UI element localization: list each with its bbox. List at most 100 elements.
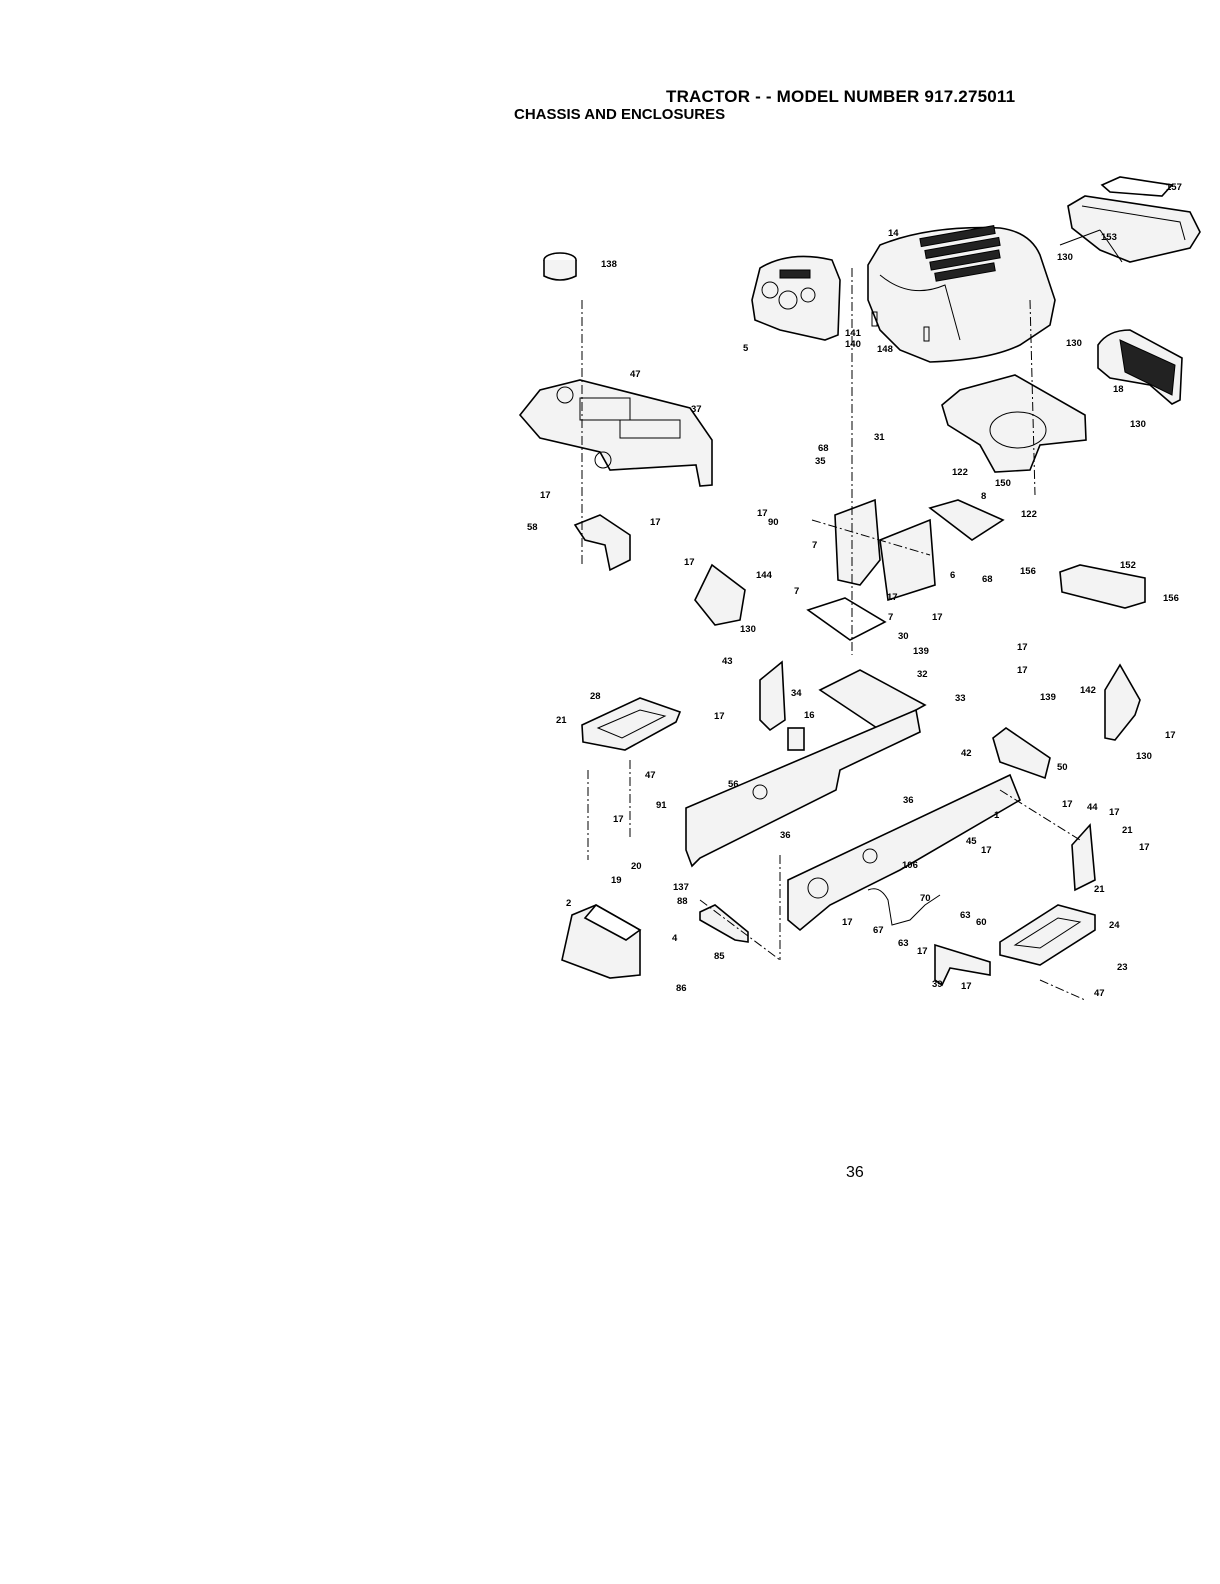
callout-label: 86	[676, 983, 687, 994]
callout-label: 17	[887, 592, 898, 603]
page-subtitle: CHASSIS AND ENCLOSURES	[514, 106, 726, 123]
callout-label: 34	[791, 688, 802, 699]
footrest-left-part	[581, 697, 682, 751]
callout-label: 8	[981, 491, 986, 502]
callout-label: 16	[804, 710, 815, 721]
callout-label: 88	[677, 896, 688, 907]
callout-label: 148	[877, 344, 893, 355]
callout-label: 68	[982, 574, 993, 585]
callout-label: 68	[818, 443, 829, 454]
callout-label: 156	[1163, 593, 1179, 604]
assembly-lines	[581, 268, 1086, 1001]
callout-label: 153	[1101, 232, 1117, 243]
callout-label: 58	[527, 522, 538, 533]
page-title: TRACTOR - - MODEL NUMBER 917.275011	[666, 87, 1016, 106]
callout-label: 17	[1062, 799, 1073, 810]
callout-label: 36	[903, 795, 914, 806]
frame-rail-right-part	[787, 773, 1021, 932]
callout-label: 137	[673, 882, 689, 893]
callout-label: 138	[601, 259, 617, 270]
bracket-39-part	[934, 943, 991, 987]
callout-label: 17	[1109, 807, 1120, 818]
callout-label: 156	[1020, 566, 1036, 577]
callout-label: 2	[566, 898, 571, 909]
dash-fender-part	[518, 379, 713, 487]
callout-label: 24	[1109, 920, 1120, 931]
callout-label: 17	[613, 814, 624, 825]
callout-label: 18	[1113, 384, 1124, 395]
callout-label: 17	[932, 612, 943, 623]
callout-label: 7	[812, 540, 817, 551]
callout-label: 63	[898, 938, 909, 949]
callout-label: 130	[1057, 252, 1073, 263]
callout-label: 20	[631, 861, 642, 872]
callout-label: 130	[1130, 419, 1146, 430]
callout-label: 63	[960, 910, 971, 921]
callout-label: 91	[656, 800, 667, 811]
dash-support-part	[941, 374, 1087, 473]
footrest-right-part	[999, 904, 1096, 966]
callout-label: 152	[1120, 560, 1136, 571]
callout-label: 19	[611, 875, 622, 886]
callout-label: 67	[873, 925, 884, 936]
front-grille-part	[1097, 329, 1183, 405]
callout-label: 7	[794, 586, 799, 597]
callout-label: 17	[540, 490, 551, 501]
wiring-harness-part	[867, 888, 941, 926]
brace-16-part	[787, 727, 805, 751]
callout-label: 139	[913, 646, 929, 657]
callout-label: 17	[650, 517, 661, 528]
callout-label: 157	[1166, 182, 1182, 193]
callout-label: 1	[994, 810, 1000, 821]
callout-label: 5	[743, 343, 749, 354]
dash-panel-part	[751, 255, 841, 341]
callout-label: 141	[845, 328, 862, 339]
callout-label: 85	[714, 951, 725, 962]
callout-label: 122	[1021, 509, 1037, 520]
callout-label: 36	[780, 830, 791, 841]
callout-label: 47	[630, 369, 641, 380]
callout-label: 17	[917, 946, 928, 957]
callout-label: 144	[756, 570, 773, 581]
callout-label: 17	[714, 711, 725, 722]
bracket-142-part	[1104, 663, 1141, 741]
callout-label: 130	[1136, 751, 1152, 762]
callout-label: 14	[888, 228, 899, 239]
callout-label: 130	[1066, 338, 1082, 349]
plate-34-part	[818, 669, 927, 731]
callout-label: 4	[672, 933, 678, 944]
callout-label: 7	[888, 612, 893, 623]
fuel-cap-part	[543, 252, 577, 281]
callout-label: 45	[966, 836, 977, 847]
callout-label: 33	[955, 693, 966, 704]
frame-rail-left-part	[685, 708, 921, 868]
page-number: 36	[846, 1164, 864, 1181]
callout-label: 150	[995, 478, 1011, 489]
callout-label: 32	[917, 669, 928, 680]
callout-label: 140	[845, 339, 861, 350]
callout-label: 17	[842, 917, 853, 928]
callout-label: 23	[1117, 962, 1128, 973]
battery-tray-part	[1059, 564, 1146, 609]
grille-insert-part	[1059, 176, 1201, 263]
callout-label: 37	[691, 404, 702, 415]
callout-label: 47	[1094, 988, 1105, 999]
callout-label: 142	[1080, 685, 1096, 696]
support-144-part	[694, 563, 746, 626]
hood-part	[867, 225, 1056, 363]
callout-label: 42	[961, 748, 972, 759]
callout-label: 17	[961, 981, 972, 992]
callout-label: 60	[976, 917, 987, 928]
callout-label: 17	[1017, 665, 1028, 676]
callout-label: 56	[728, 779, 739, 790]
callout-labels: 157 153 130 14 141 140 148 5 138 47 37 1…	[527, 182, 1182, 999]
front-bracket-part	[561, 903, 642, 979]
callout-label: 90	[768, 517, 779, 528]
callout-label: 50	[1057, 762, 1068, 773]
callout-label: 28	[590, 691, 601, 702]
callout-label: 122	[952, 467, 968, 478]
callout-label: 39	[932, 979, 943, 990]
bracket-58-part	[573, 514, 631, 572]
callout-label: 17	[684, 557, 695, 568]
